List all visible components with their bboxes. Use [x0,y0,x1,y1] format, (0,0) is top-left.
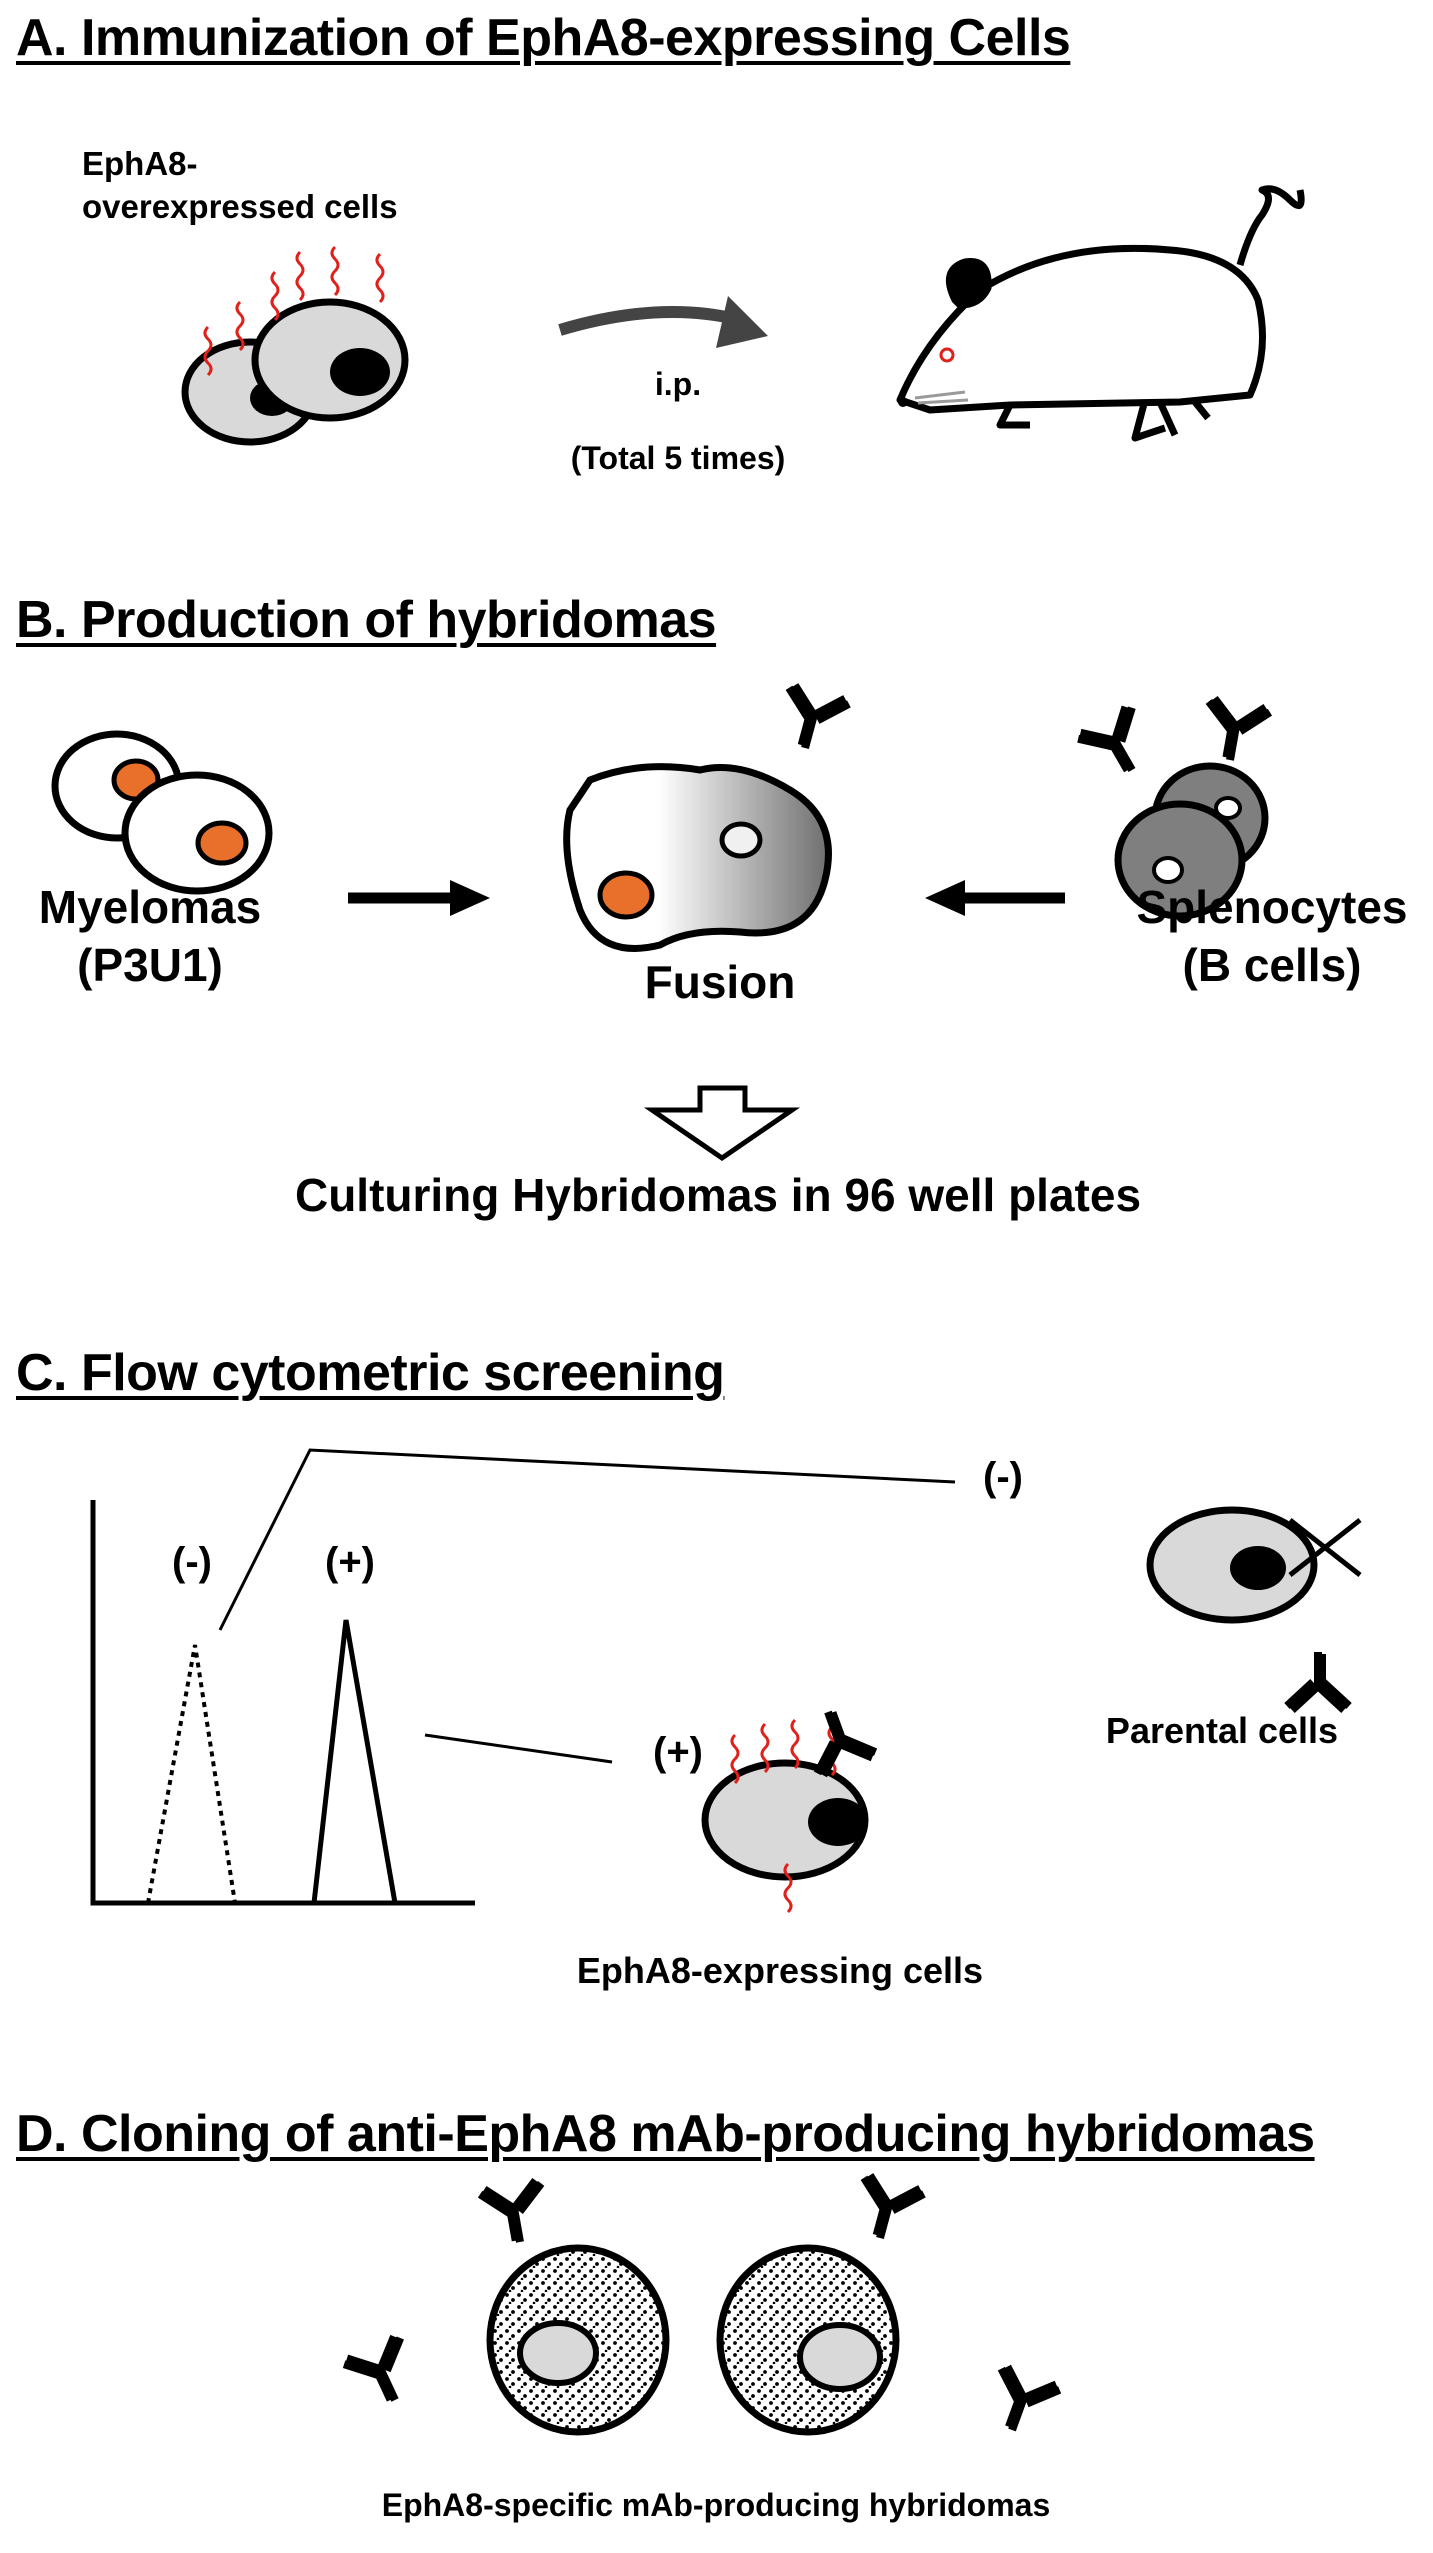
cells-label-line2: overexpressed cells [82,188,398,225]
negative-peak-label: (-) [172,1540,212,1584]
myelomas-sub-label: (P3U1) [77,939,223,991]
section-a-artwork [181,185,1305,446]
hybridoma-caption: EphA8-specific mAb-producing hybridomas [381,2487,1051,2523]
fusion-cell [563,763,832,952]
injection-arrow [558,306,742,336]
negative-peak [145,1644,238,1905]
route-label: i.p. [654,366,702,402]
epha8-cells-label: EphA8-expressing cells [576,1950,984,1991]
section-c-artwork [90,1448,1362,1914]
positive-peak-label: (+) [325,1540,375,1584]
negative-side-label: (-) [983,1455,1023,1499]
section-d-artwork [342,2174,1061,2441]
section-a-heading: A. Immunization of EphA8-expressing Cell… [16,9,1071,67]
histogram-axes [90,1500,475,1906]
positive-side-label: (+) [653,1730,703,1774]
splenocytes-sub-label: (B cells) [1182,939,1362,991]
mouse-illustration [896,185,1305,442]
myelomas-label: Myelomas [38,881,262,933]
section-b-artwork [51,684,1271,1162]
down-arrow [643,1085,801,1162]
cells-label-line1: EphA8- [82,145,198,182]
section-d-heading: D. Cloning of anti-EphA8 mAb-producing h… [16,2105,1315,2163]
section-c-heading: C. Flow cytometric screening [16,1344,725,1402]
fusion-label: Fusion [644,956,796,1008]
culture-label: Culturing Hybridomas in 96 well plates [294,1169,1142,1221]
splenocytes-label: Splenocytes [1136,881,1408,933]
parental-cells-label: Parental cells [1105,1710,1339,1751]
section-b-heading: B. Production of hybridomas [16,591,717,649]
times-label: (Total 5 times) [570,440,786,476]
positive-peak [311,1619,398,1906]
